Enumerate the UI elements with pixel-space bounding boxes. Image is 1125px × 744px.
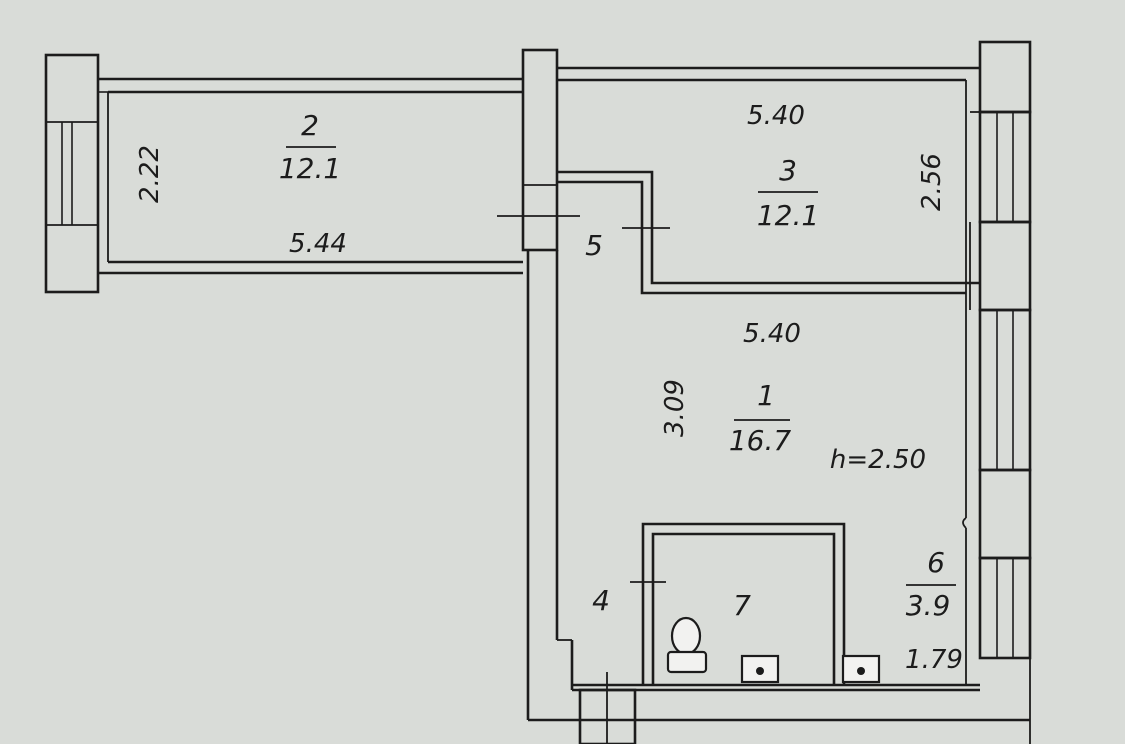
room-3-number: 3 [779,154,797,187]
room-6-width: 1.79 [905,645,963,675]
room-2-width: 5.44 [289,229,347,259]
room-1-number: 1 [757,379,775,412]
room-3-walls [557,66,980,295]
door-markers [497,215,670,744]
room-2-walls [44,53,523,294]
toilet-icon [666,616,708,674]
room-4-number: 4 [592,584,610,617]
bathroom-walls [528,522,1031,744]
ceiling-height: h=2.50 [830,445,926,475]
room-1-label: 1 16.7 [729,379,792,457]
room-3-area: 12.1 [757,199,819,232]
room-1-area: 16.7 [729,424,792,457]
room-6-area: 3.9 [906,589,951,622]
room-6-label: 6 3.9 [906,546,956,622]
sink-icon [740,654,780,684]
room-7-number: 7 [733,589,751,622]
room-3-width: 5.40 [747,101,805,131]
sink-icon-2 [841,654,881,684]
right-wall [962,40,1032,685]
room-2-label: 2 12.1 [279,109,341,185]
room-1-depth: 3.09 [660,379,690,437]
room-6-number: 6 [927,546,945,579]
room-2-number: 2 [301,109,319,142]
room-3-depth: 2.56 [917,153,947,211]
room-3-label: 3 12.1 [757,154,819,232]
room-5-number: 5 [585,229,603,262]
room-2-area: 12.1 [279,152,341,185]
room-2-depth: 2.22 [135,145,165,203]
central-wall [521,48,574,720]
room-1-width: 5.40 [743,319,801,349]
